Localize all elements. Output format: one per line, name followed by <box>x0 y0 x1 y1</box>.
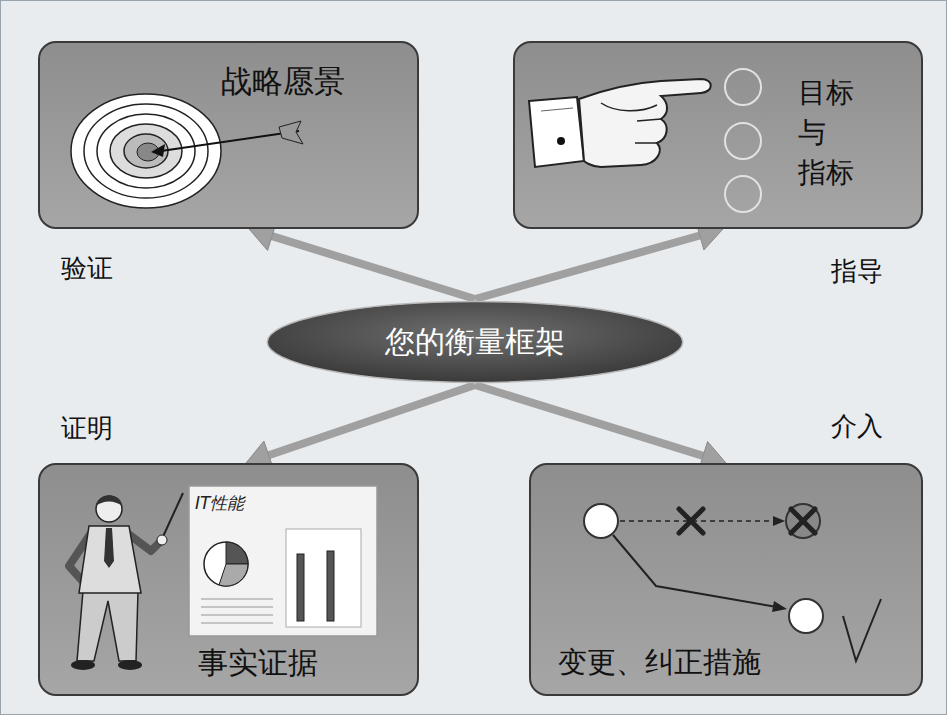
label-anchor: IT性能 <box>195 493 244 513</box>
connector-arrow <box>249 222 475 299</box>
edge-label: 介入 <box>831 411 883 442</box>
chart-board <box>189 486 377 636</box>
box-label: 事实证据 <box>198 645 318 681</box>
chart-title: IT性能 <box>195 493 244 513</box>
connector-shaft <box>272 236 475 299</box>
rounded-box: 变更、纠正措施 <box>529 463 923 696</box>
ellipse-shape <box>267 302 683 383</box>
edge-label: 指导 <box>831 256 883 287</box>
label-anchor: 介入 <box>831 411 883 442</box>
rounded-box: 战略愿景 <box>38 41 419 229</box>
connector-shaft <box>269 385 475 455</box>
box-label: 目标 与 指标 <box>798 73 865 193</box>
pointing-hand <box>529 69 761 212</box>
rounded-box: 目标 与 指标 <box>513 41 923 229</box>
edge-label: 证明 <box>61 413 113 444</box>
box-label: 变更、纠正措施 <box>558 645 761 680</box>
ellipse-label: 您的衡量框架 <box>385 324 565 360</box>
presenter-figure <box>69 493 183 670</box>
target-icon <box>71 94 303 208</box>
connector-arrow <box>246 385 475 469</box>
correction-flow <box>584 504 881 661</box>
ellipse-node: 您的衡量框架 <box>263 299 687 385</box>
box-label: 战略愿景 <box>221 63 345 100</box>
edge-label: 验证 <box>61 253 113 284</box>
label-anchor: 证明 <box>61 413 113 444</box>
connector-shaft <box>475 385 703 456</box>
connector-arrow <box>475 385 726 470</box>
label-anchor: 指导 <box>831 256 883 287</box>
connector-shaft <box>475 236 700 299</box>
connector-arrow <box>475 221 723 299</box>
label-anchor: 验证 <box>61 253 113 284</box>
